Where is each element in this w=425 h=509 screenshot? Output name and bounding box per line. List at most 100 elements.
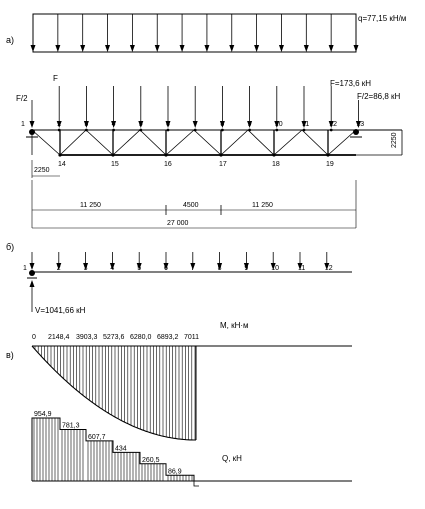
shear-value-label: 781,3 [62, 423, 80, 430]
shear-value-label: 86,9 [168, 468, 182, 475]
web-diagonal [59, 129, 87, 156]
load-arrow-head [303, 45, 309, 52]
top-node-dot [221, 128, 224, 132]
load-arrow-head [353, 45, 359, 52]
moment-value-label: 5273,6 [103, 334, 125, 341]
part-label-v: в) [6, 350, 14, 360]
bottom-node-dot [272, 153, 276, 157]
load-arrow-head [80, 45, 86, 52]
beam-load-arrow [136, 252, 142, 270]
web-diagonal [247, 129, 275, 156]
top-node-dot [112, 128, 115, 132]
truss-load-arrow [274, 86, 280, 128]
truss-load-arrow [301, 86, 307, 128]
load-arrow-head [229, 45, 235, 52]
truss-load-arrow [219, 86, 225, 128]
load-arrow-head [105, 45, 111, 52]
beam-node-label: 11 [298, 265, 305, 272]
truss-load-arrow [355, 100, 361, 128]
load-arrow [278, 14, 284, 52]
beam-load-arrow [109, 252, 115, 270]
shear-negative-tick [193, 481, 199, 487]
force-right-label: F=173,6 кН [330, 79, 371, 88]
truss-load-arrow [138, 86, 144, 128]
load-arrow [303, 14, 309, 52]
beam-load-arrow [217, 252, 223, 270]
load-arrow-head [179, 45, 185, 52]
top-node-dot [302, 128, 306, 132]
beam-node-label: 5 [137, 265, 141, 272]
force-left-half-label: F/2 [16, 94, 28, 103]
beam-nodal-loads [29, 252, 330, 270]
load-arrows [30, 14, 359, 52]
truss-load-arrow [111, 86, 117, 128]
top-node-label: 3 [84, 121, 88, 128]
truss-load-arrow-head [29, 121, 35, 128]
moment-value-label: 6893,2 [157, 334, 179, 341]
load-arrow [105, 14, 111, 52]
load-arrow [204, 14, 210, 52]
top-node-dot [275, 128, 279, 132]
top-node-dot [139, 128, 143, 132]
left-support [26, 129, 38, 138]
top-node-label: 5 [139, 121, 143, 128]
beam-node-label: 9 [244, 265, 248, 272]
truss-load-arrow [56, 86, 62, 128]
part-label-a: а) [6, 35, 14, 45]
beam-load-arrow-head [270, 263, 276, 270]
top-node-label: 1 [21, 121, 25, 128]
load-arrow-head [328, 45, 334, 52]
web-diagonal [165, 129, 195, 156]
beam-load-arrow [297, 252, 303, 270]
force-right-half-label: F/2=86,8 кН [357, 92, 401, 101]
top-node-dot [329, 128, 333, 132]
truss-load-arrow [192, 86, 198, 128]
bottom-node-dot [219, 153, 223, 157]
web-diagonal [327, 129, 357, 156]
web-diagonal [31, 129, 61, 156]
beam-load-arrow-head [243, 263, 249, 270]
truss-load-arrow-head [301, 121, 307, 128]
load-arrow [254, 14, 260, 52]
load-arrow-head [30, 45, 36, 52]
top-node-label: 6 [166, 121, 170, 128]
load-arrow [154, 14, 160, 52]
beam-node-label: 2 [57, 265, 61, 272]
beam-node-label: 6 [164, 265, 168, 272]
web-diagonal [85, 129, 114, 156]
beam-load-arrow-head [136, 263, 142, 270]
load-arrow-head [129, 45, 135, 52]
beam-load-arrow-head [83, 263, 89, 270]
load-arrow [80, 14, 86, 52]
beam-load-arrow [29, 252, 35, 270]
beam-node-label: 3 [84, 265, 88, 272]
beam-node-label: 1 [23, 265, 27, 272]
truss-load-arrow-head [138, 121, 144, 128]
beam-load-arrow [243, 252, 249, 270]
moment-value-label: 2148,4 [48, 334, 70, 341]
truss-load-arrow-head [328, 121, 334, 128]
beam-node-label: 7 [191, 265, 195, 272]
truss-load-arrow-head [83, 121, 89, 128]
right-support [350, 129, 362, 138]
load-arrow [129, 14, 135, 52]
bottom-node-dot [58, 153, 62, 157]
part-label-b: б) [6, 242, 14, 252]
truss-load-arrow [83, 86, 89, 128]
beam-load-arrow-head [56, 263, 62, 270]
web-diagonal [220, 129, 249, 156]
beam-node-label: 8 [218, 265, 222, 272]
beam-load-arrow-head [29, 263, 35, 270]
moment-value-label: 0 [32, 334, 36, 341]
bottom-node-dot [326, 153, 330, 157]
beam-load-arrow [163, 252, 169, 270]
moment-title: M, кН·м [220, 321, 249, 330]
moment-value-label: 6280,0 [130, 334, 152, 341]
web-diagonal [139, 129, 167, 156]
web-diagonal [273, 129, 303, 156]
